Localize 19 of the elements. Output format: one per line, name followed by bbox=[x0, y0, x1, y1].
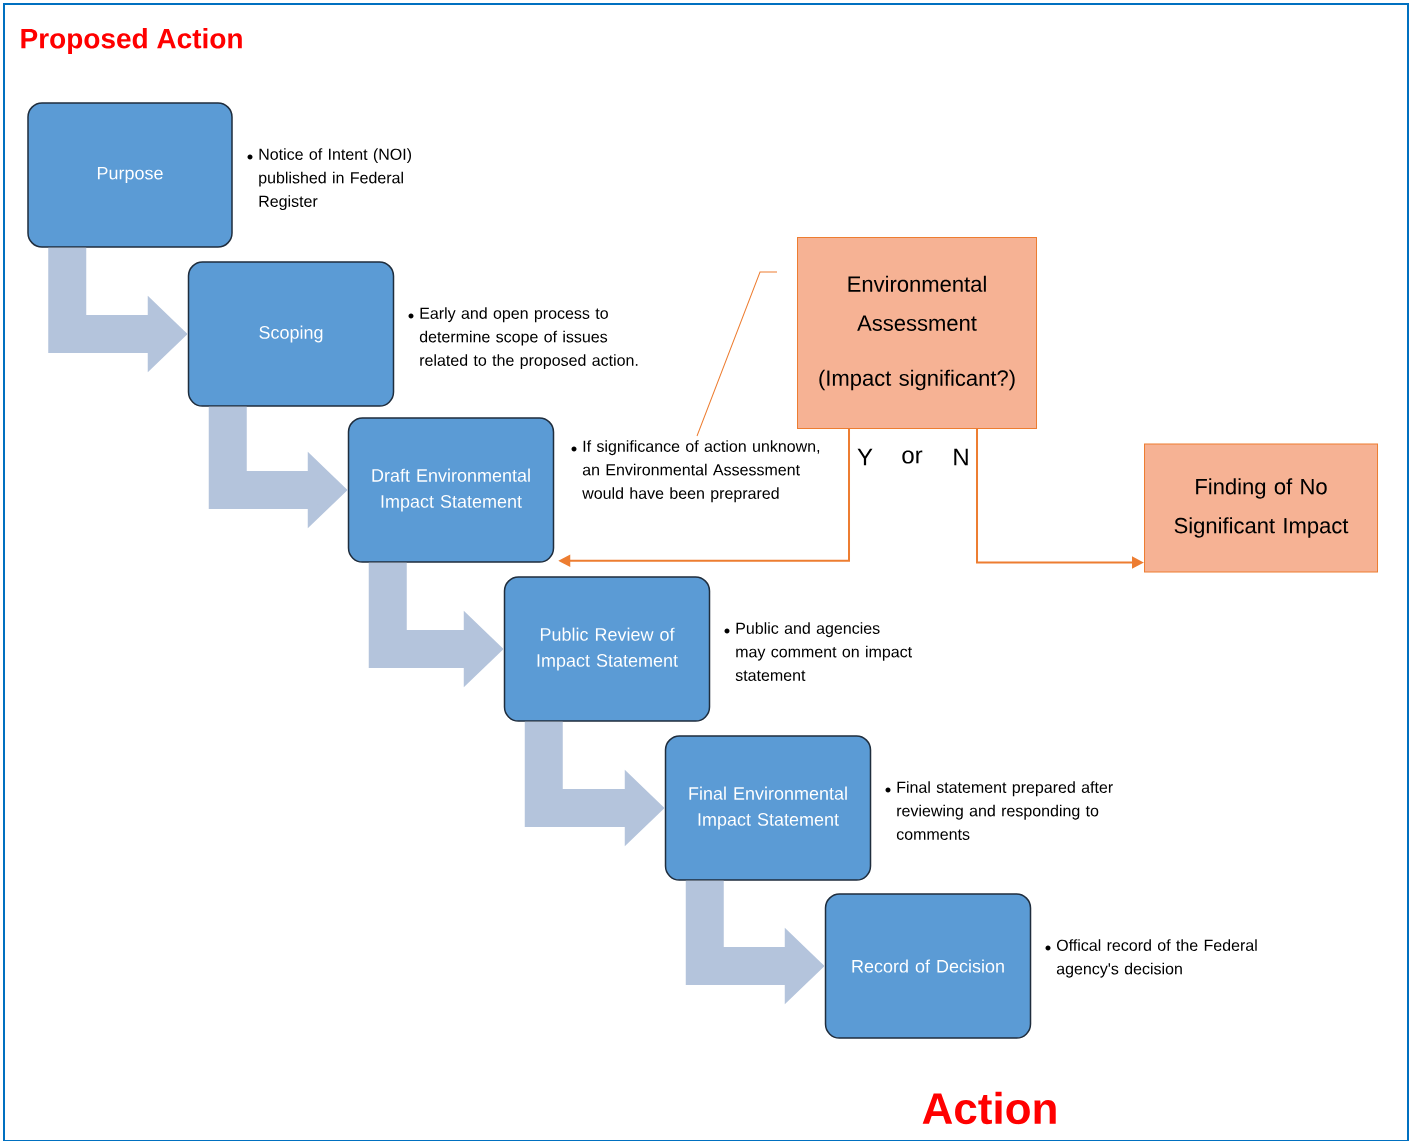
edge-label: N bbox=[950, 446, 972, 468]
assessment-box: Finding of No Significant Impact bbox=[1144, 443, 1378, 573]
edge-label: Y bbox=[855, 446, 875, 468]
process-box: Scoping bbox=[187, 261, 395, 407]
bullet-note: Early and open process to determine scope of issues related to the proposed action. bbox=[419, 307, 638, 370]
process-box: Draft Environmental Impact Statement bbox=[347, 417, 555, 563]
footer-title: Action bbox=[922, 1091, 1056, 1125]
bullet-note: Public and agencies may comment on impact statement bbox=[735, 622, 912, 681]
process-box: Purpose bbox=[27, 102, 233, 248]
bullet-note: Final statement prepared after reviewing and responding to comments bbox=[896, 781, 1113, 840]
bullet-note: Notice of Intent (NOI) published in Federal Register bbox=[259, 148, 411, 211]
leader-line bbox=[696, 271, 778, 437]
bullet-note: Offical record of the Federal agency's decision bbox=[1056, 939, 1257, 978]
assessment-box: Environmental Assessment (Impact significant?) bbox=[797, 237, 1037, 429]
process-box: Public Review of Impact Statement bbox=[503, 576, 711, 722]
title: Proposed Action bbox=[21, 27, 242, 55]
process-box: Record of Decision bbox=[824, 893, 1032, 1039]
process-box: Final Environmental Impact Statement bbox=[664, 735, 872, 881]
bullet-note: If significance of action unknown, an Environmental Assessment would have been preprared bbox=[582, 440, 820, 503]
